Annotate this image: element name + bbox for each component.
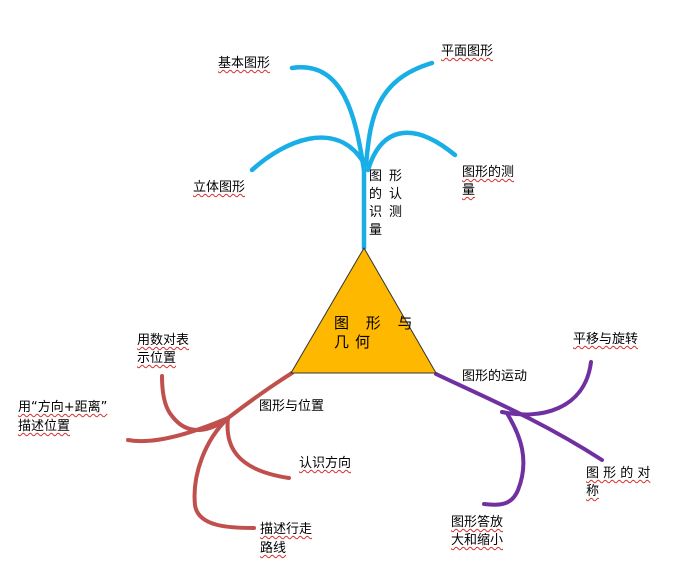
recognize-direction-label: 认识方向: [299, 456, 352, 471]
position-main-line: [160, 371, 294, 432]
stem-label-col2: 形认测: [389, 169, 403, 220]
solid-shapes-line: [249, 135, 365, 173]
route-line: [192, 416, 256, 530]
center-title-line1: 图 形 与: [334, 314, 419, 332]
plane-shapes-line: [363, 60, 435, 168]
top-branch-lines: [249, 60, 458, 251]
basic-shapes-line: [289, 65, 367, 173]
scaling-label-line1: 图形答放: [451, 515, 504, 530]
translation-line: [500, 360, 593, 417]
right-branch-lines: [434, 360, 604, 507]
recognize-direction-line: [225, 416, 291, 480]
center-triangle: [290, 247, 437, 374]
motion-title: 图形的运动: [462, 369, 528, 384]
scaling-line: [482, 413, 526, 507]
scaling-label-line2: 大和缩小: [451, 533, 504, 548]
motion-main-line: [434, 372, 604, 462]
route-label-line1: 描述行走: [260, 522, 313, 537]
direction-distance-label-line2: 描述位置: [18, 419, 71, 434]
center-title-line2: 几何: [334, 333, 377, 351]
translation-rotation-label: 平移与旋转: [573, 332, 639, 347]
basic-shapes-label: 基本图形: [218, 56, 271, 71]
symmetry-label-line2: 称: [586, 484, 600, 499]
route-label-line2: 路线: [260, 541, 287, 556]
number-pair-label-line1: 用数对表: [137, 333, 190, 348]
direction-distance-label-line1: 用“方向+距离”: [18, 400, 108, 415]
direction-distance-line: [126, 416, 230, 444]
measurement-line: [365, 130, 458, 173]
position-title: 图形与位置: [259, 399, 325, 414]
solid-shapes-label: 立体图形: [193, 180, 246, 195]
stem-label-col1: 图的识量: [369, 169, 383, 238]
plane-shapes-label: 平面图形: [441, 44, 494, 59]
measurement-label-line1: 图形的测: [462, 165, 515, 180]
number-pair-label-line2: 示位置: [137, 351, 177, 366]
left-branch-lines: [126, 371, 294, 530]
measurement-label-line2: 量: [462, 183, 476, 198]
symmetry-label-line1: 图 形 的 对: [586, 466, 651, 481]
